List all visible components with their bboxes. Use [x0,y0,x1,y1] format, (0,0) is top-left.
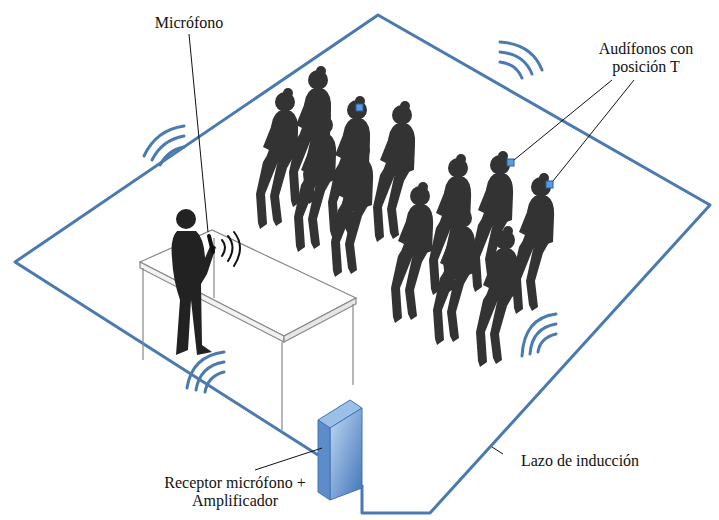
speaker-figure [172,209,216,355]
label-text: Micrófono [155,14,223,31]
leader-line [189,34,634,470]
audience [256,66,554,367]
hearing-aid [356,104,553,188]
table [140,230,356,430]
microphone-symbol [209,232,240,266]
hearing-aid-label: Audífonos con posición T [584,40,708,76]
label-text: Lazo de inducción [521,452,639,469]
label-text: Audífonos con posición T [599,40,694,75]
loop-label: Lazo de inducción [505,452,655,470]
induction-loop [15,15,710,513]
sound-waves [144,42,556,392]
amplifier-label: Receptor micrófono + Amplificador [140,474,330,510]
label-text: Receptor micrófono + Amplificador [164,474,305,509]
amplifier-box [318,400,362,500]
microphone-label: Micrófono [134,14,244,32]
